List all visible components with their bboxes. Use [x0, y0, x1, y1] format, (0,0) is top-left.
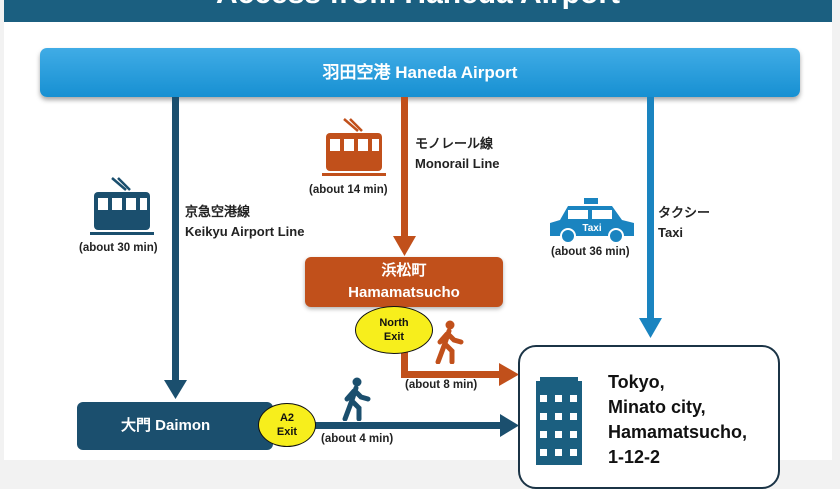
hamamatsucho-station-box: 浜松町 Hamamatsucho	[305, 257, 503, 307]
exit-line2: Exit	[276, 426, 298, 438]
taxi-label-en: Taxi	[658, 225, 684, 240]
address-line: Tokyo,	[608, 372, 665, 392]
destination-address: Tokyo, Minato city, Hamamatsucho, 1-12-2	[608, 370, 747, 470]
taxi-icon: Taxi	[550, 198, 634, 244]
keikyu-label: 京急空港線 Keikyu Airport Line	[185, 202, 304, 242]
taxi-time: (about 36 min)	[551, 246, 630, 258]
keikyu-time: (about 30 min)	[79, 242, 158, 254]
walk-arrow-daimon	[312, 414, 519, 437]
hamamatsucho-en: Hamamatsucho	[348, 284, 460, 301]
keikyu-label-en: Keikyu Airport Line	[185, 224, 305, 239]
taxi-label-jp: タクシー	[658, 205, 711, 220]
page-title: Access from Haneda Airport	[4, 0, 832, 22]
walking-person-icon	[435, 320, 464, 364]
monorail-label-jp: モノレール線	[415, 136, 494, 151]
walk-arrow-hamamatsucho	[401, 352, 519, 386]
monorail-arrow	[393, 97, 416, 256]
exit-line1: A2	[279, 412, 295, 424]
address-line: Hamamatsucho,	[608, 422, 748, 442]
monorail-label-en: Monorail Line	[415, 156, 500, 171]
address-line: Minato city,	[608, 397, 706, 417]
route-lines	[164, 97, 662, 437]
hamamatsucho-jp: 浜松町	[381, 262, 427, 279]
keikyu-label-jp: 京急空港線	[185, 204, 251, 219]
daimon-walk-time: (about 4 min)	[321, 433, 394, 445]
monorail-label: モノレール線 Monorail Line	[415, 134, 500, 174]
address-line: 1-12-2	[608, 447, 661, 467]
taxi-arrow	[639, 97, 662, 338]
train-icon	[90, 177, 154, 235]
daimon-station-box: 大門 Daimon	[77, 402, 273, 450]
monorail-time: (about 14 min)	[309, 184, 388, 196]
train-icon	[322, 118, 386, 176]
taxi-sign: Taxi	[582, 223, 601, 234]
hamamatsucho-walk-time: (about 8 min)	[405, 379, 478, 391]
keikyu-arrow	[164, 97, 187, 399]
haneda-airport-box: 羽田空港 Haneda Airport	[40, 48, 800, 97]
exit-line2: Exit	[383, 331, 405, 343]
building-icon	[536, 377, 582, 465]
taxi-label: タクシー Taxi	[658, 203, 710, 243]
walking-person-icon	[342, 377, 371, 421]
exit-line1: North	[379, 317, 409, 329]
